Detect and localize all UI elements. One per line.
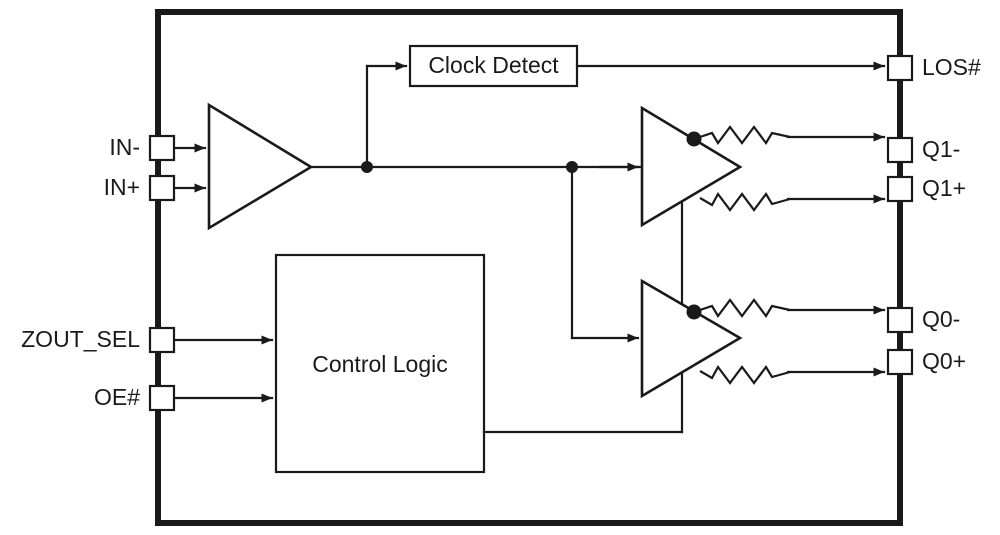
pin-label-los-hash: LOS# [922,54,981,80]
pin-label-q0-plus: Q0+ [922,348,966,374]
output-buffer-q0-symbol [640,278,743,399]
pin-label-oe-hash: OE# [94,384,140,410]
pin-label-in-minus: IN- [109,134,140,160]
pin-label-zout-sel: ZOUT_SEL [21,326,140,352]
output-buffer-q1-symbol [640,105,743,228]
pin-label-in-plus: IN+ [104,174,140,200]
control-logic-label: Control Logic [312,351,448,377]
pin-q1-minus[interactable] [886,136,914,164]
clock-detect-block [408,44,579,88]
pin-label-q1-minus: Q1- [922,136,960,162]
junction-dot-input-fanout [361,161,373,173]
resistor-q1-plus [699,191,791,212]
clock-detect-label: Clock Detect [428,52,559,78]
resistor-q1-minus [693,125,791,145]
pin-q1-plus[interactable] [886,175,914,203]
junction-dot-buffer-split [566,161,578,173]
package-border [155,9,903,526]
input-amplifier-symbol [207,102,314,231]
pin-oe-hash[interactable] [148,384,176,412]
control-logic-block [274,253,486,474]
pin-in-minus[interactable] [148,134,176,162]
pin-los-hash[interactable] [886,54,914,82]
resistor-q0-minus [693,298,791,318]
pin-label-q0-minus: Q0- [922,306,960,332]
pin-in-plus[interactable] [148,174,176,202]
pin-zout-sel[interactable] [148,326,176,354]
pin-q0-plus[interactable] [886,348,914,376]
resistor-q0-plus [699,364,791,385]
pin-label-q1-plus: Q1+ [922,175,966,201]
pin-q0-minus[interactable] [886,306,914,334]
